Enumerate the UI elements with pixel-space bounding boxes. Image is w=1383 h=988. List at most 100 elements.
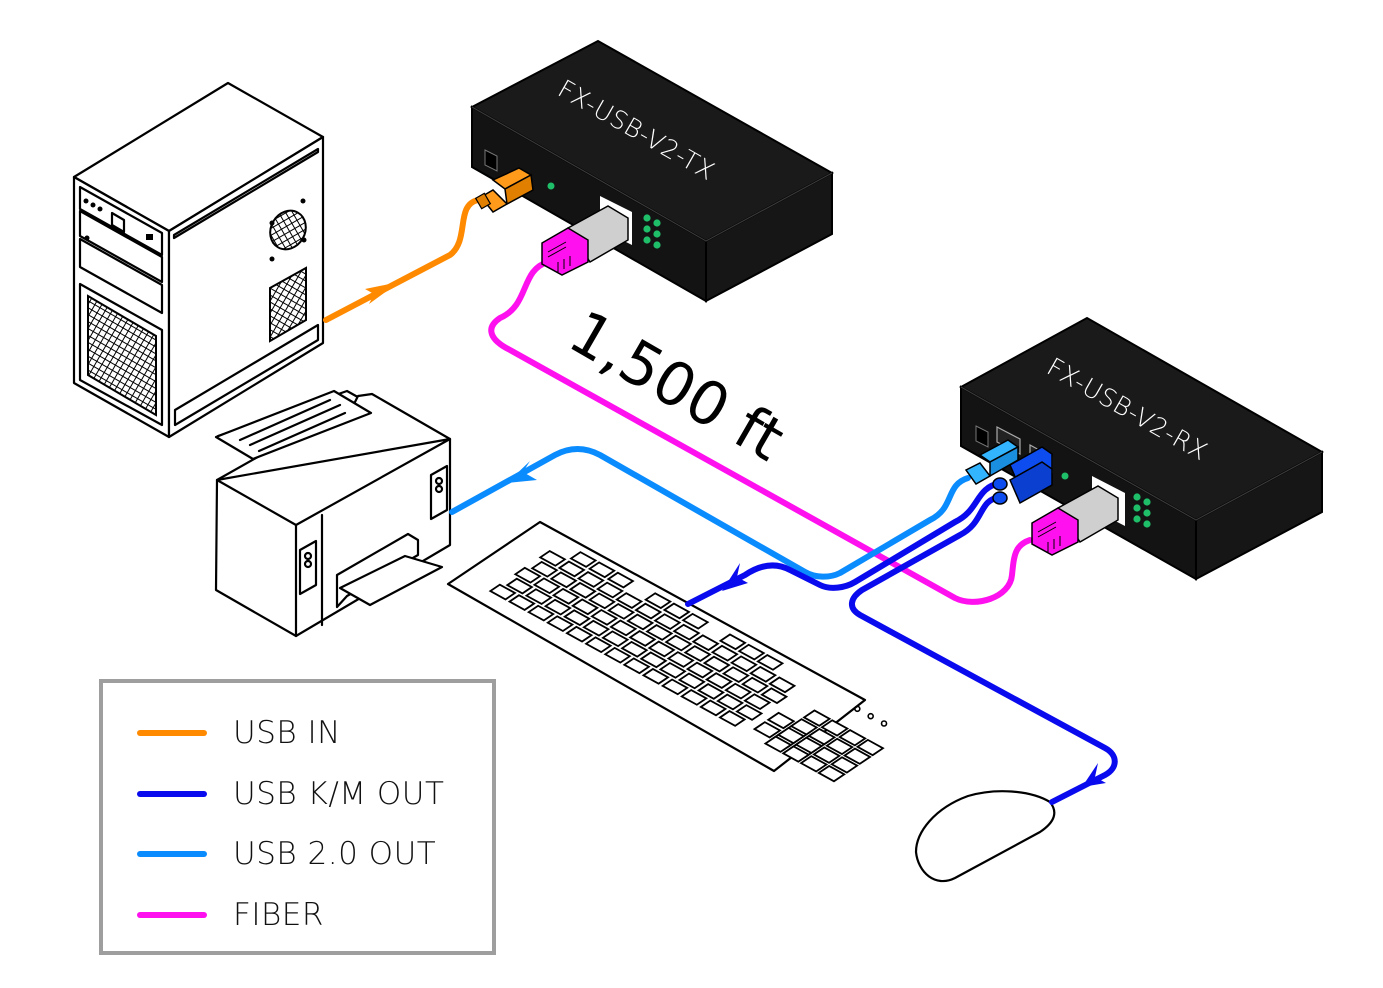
keyboard-key [752, 721, 782, 739]
transmitter-device: FX-USB-V2-TX [469, 39, 835, 303]
keyboard-key [718, 710, 747, 727]
legend-item-usb20-out: USB 2.0 OUT [137, 834, 436, 874]
keyboard-key [666, 651, 695, 668]
keyboard-key [756, 653, 785, 671]
keyboard-key [626, 613, 655, 631]
legend-item-usb-km-out: USB K/M OUT [137, 774, 444, 814]
legend-label-usb-km-out: USB K/M OUT [233, 776, 445, 812]
keyboard-key [680, 688, 709, 706]
keyboard-key [645, 624, 674, 641]
keyboard-key [704, 672, 733, 689]
keyboard-key [658, 661, 687, 679]
keyboard-key [718, 633, 747, 651]
keyboard-key [607, 602, 636, 620]
keyboard-indicator-led [854, 705, 861, 713]
keyboard-key [576, 571, 605, 588]
keyboard-key [549, 571, 578, 589]
keyboard-key [505, 577, 534, 595]
keyboard-key [590, 608, 619, 626]
keyboard-key [829, 756, 859, 774]
keyboard-key [802, 709, 832, 727]
legend: USB IN USB K/M OUT USB 2.0 OUT FIBER [99, 679, 496, 955]
cables [323, 197, 1118, 805]
keyboard-key [837, 729, 867, 747]
keyboard-key [855, 738, 885, 757]
keyboard-key [662, 602, 691, 620]
keyboard-key [513, 566, 542, 584]
usb-in-cable [323, 197, 481, 323]
keyboard-key [842, 747, 872, 765]
legend-label-usb20-out: USB 2.0 OUT [233, 836, 437, 872]
usb20-arrow-icon [507, 461, 537, 483]
keyboard-key [702, 655, 731, 673]
keyboard-key [643, 592, 673, 610]
keyboard-key [716, 693, 745, 711]
keyboard-key [699, 699, 728, 717]
legend-label-fiber: FIBER [233, 897, 324, 933]
keyboard-key [530, 560, 559, 578]
printer [214, 389, 452, 638]
keyboard-key [735, 704, 764, 721]
keyboard-key [571, 598, 600, 616]
keyboard-key [622, 657, 651, 675]
keyboard-key [606, 571, 635, 589]
usb-km-keyboard-arrow-icon [722, 563, 748, 591]
keyboard-key [664, 634, 693, 652]
keyboard-key [781, 745, 811, 763]
keyboard-key [691, 634, 720, 652]
keyboard-key [587, 561, 616, 579]
keyboard-key [569, 551, 598, 568]
keyboard-key [817, 764, 846, 783]
fiber-cable [488, 259, 1033, 605]
keyboard-key [749, 665, 778, 683]
keyboard-key [532, 577, 561, 595]
legend-label-usb-in: USB IN [233, 715, 341, 751]
keyboard-key [526, 604, 555, 622]
legend-swatch-fiber [137, 912, 207, 918]
keyboard-key [743, 693, 772, 711]
keyboard-key [681, 612, 710, 630]
keyboard-key [812, 746, 842, 764]
keyboard-key [660, 678, 689, 696]
keyboard-key [603, 646, 632, 664]
tx-fiber-connector [541, 205, 629, 276]
keyboard-key [653, 613, 682, 631]
rx-usb-km-connectors [992, 446, 1053, 505]
rx-fiber-connector [1031, 485, 1119, 556]
keyboard-key [628, 630, 657, 647]
keyboard-key [601, 630, 630, 648]
keyboard-key [737, 643, 766, 661]
keyboard-key [710, 644, 739, 662]
keyboard-key [672, 623, 701, 641]
keyboard-key [557, 560, 586, 578]
keyboard-key [696, 683, 725, 700]
keyboard-key [721, 666, 750, 684]
keyboard-key [524, 588, 553, 606]
keyboard-key [562, 609, 592, 627]
usb-in-arrow-icon [365, 282, 399, 304]
keyboard-key [766, 711, 796, 730]
keyboard-key [587, 592, 616, 610]
keyboard-key [641, 667, 670, 685]
keyboard-key [776, 726, 806, 745]
keyboard-key [729, 655, 758, 673]
keyboard-key [609, 619, 638, 637]
computer-tower [72, 81, 325, 439]
keyboard-key [647, 640, 676, 658]
legend-item-usb-in: USB IN [137, 713, 341, 753]
usb-km-mouse-arrow-icon [1082, 763, 1106, 787]
distance-label: 1,500 ft [558, 297, 796, 475]
keyboard-key [683, 645, 712, 662]
keyboard-key [741, 676, 770, 694]
usb-km-mouse-cable [849, 494, 1118, 805]
usb20-out-cable [449, 446, 971, 580]
legend-swatch-usb-km-out [137, 791, 207, 797]
keyboard-key [507, 594, 536, 611]
keyboard-key [763, 735, 793, 753]
keyboard-key [768, 676, 797, 694]
keyboard-key [724, 682, 753, 700]
keyboard-key [807, 727, 837, 746]
legend-swatch-usb-in [137, 730, 207, 736]
keyboard-key [685, 661, 714, 679]
